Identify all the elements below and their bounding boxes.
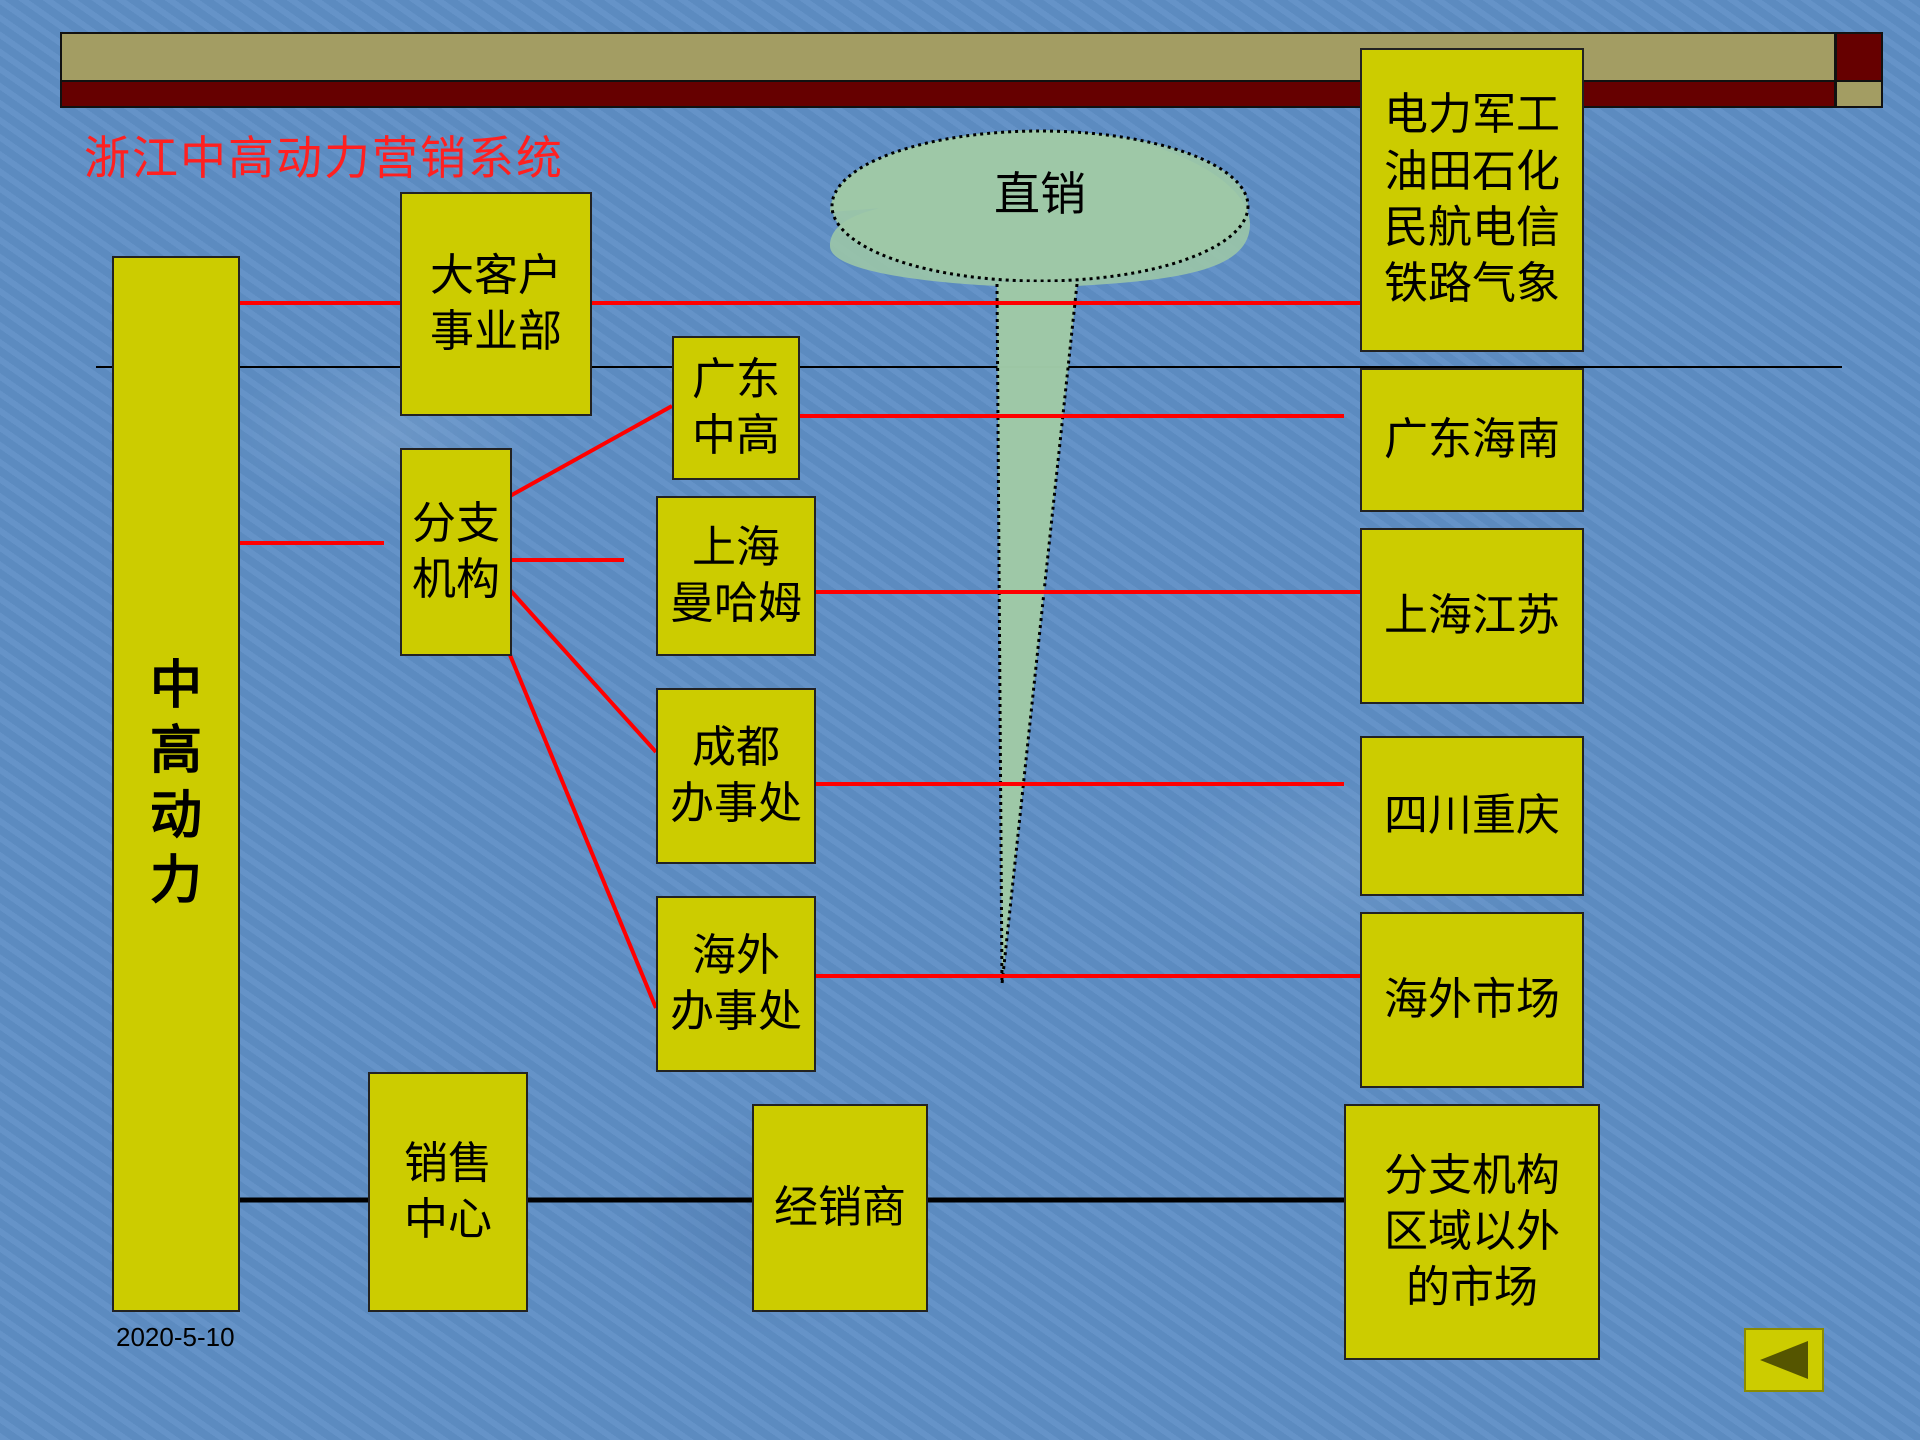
- slide-title: 浙江中高动力营销系统: [84, 131, 564, 185]
- key-accounts-dept-box: 大客户 事业部: [400, 192, 592, 416]
- sales-center-box: 销售 中心: [368, 1072, 528, 1312]
- distributor-box: 经销商: [752, 1104, 928, 1312]
- guangdong-hainan-market-box: 广东海南: [1360, 368, 1584, 512]
- outside-regions-market-box: 分支机构 区域以外 的市场: [1344, 1104, 1600, 1360]
- connector-branches-guangdong: [509, 404, 673, 498]
- connector-branches-chengdu: [508, 588, 658, 754]
- guangdong-office-box: 广东 中高: [672, 336, 800, 480]
- funnel-edge-right: [1000, 283, 1079, 985]
- direct-sales-bubble: [830, 129, 1250, 283]
- overseas-office-box: 海外 办事处: [656, 896, 816, 1072]
- funnel-edge-left: [995, 283, 1004, 985]
- back-triangle-icon: [1760, 1341, 1808, 1379]
- industries-market-box: 电力军工 油田石化 民航电信 铁路气象: [1360, 48, 1584, 352]
- root-company-box: 中 高 动 力: [112, 256, 240, 1312]
- branches-box: 分支 机构: [400, 448, 512, 656]
- slide-date: 2020-5-10: [116, 1322, 235, 1352]
- back-button[interactable]: [1744, 1328, 1824, 1392]
- shanghai-jiangsu-market-box: 上海江苏: [1360, 528, 1584, 704]
- funnel-tail: [997, 282, 1077, 984]
- header-corner-square-lower: [1835, 80, 1883, 108]
- shanghai-office-box: 上海 曼哈姆: [656, 496, 816, 656]
- chengdu-office-box: 成都 办事处: [656, 688, 816, 864]
- direct-sales-label: 直销: [994, 167, 1086, 221]
- sichuan-chongqing-market-box: 四川重庆: [1360, 736, 1584, 896]
- overseas-market-box: 海外市场: [1360, 912, 1584, 1088]
- connector-branches-overseas: [508, 654, 658, 1009]
